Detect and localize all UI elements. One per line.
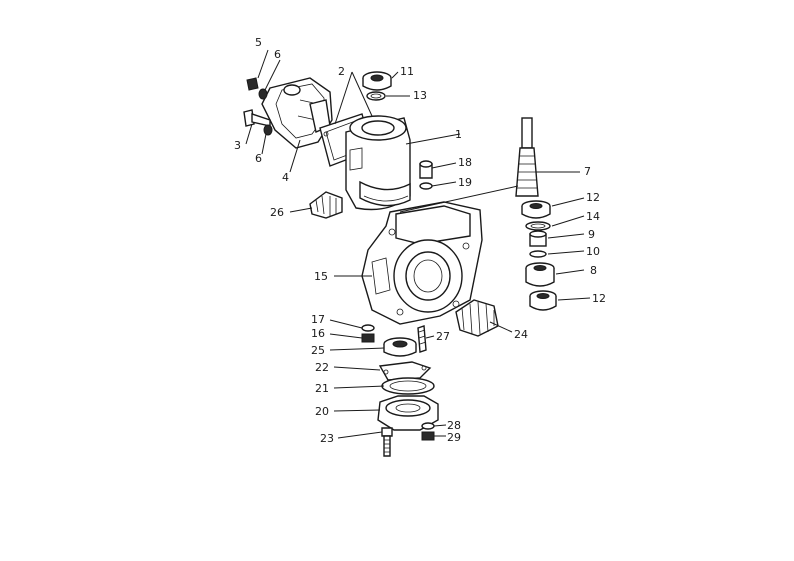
- assembly-line: [399, 185, 519, 213]
- washer-28: [421, 422, 435, 430]
- label-8: 8: [590, 264, 597, 277]
- label-26: 26: [270, 206, 284, 219]
- leader-lines: [245, 49, 591, 439]
- label-20: 20: [315, 405, 329, 418]
- label-1: 1: [455, 128, 462, 141]
- bearing-25: [383, 337, 417, 357]
- label-27: 27: [436, 330, 450, 343]
- label-3: 3: [234, 139, 241, 152]
- label-10: 10: [586, 245, 600, 258]
- label-11: 11: [400, 65, 414, 78]
- washer-6-bottom: [263, 124, 273, 136]
- label-2: 2: [338, 65, 345, 78]
- washer-19: [419, 182, 433, 190]
- bearing-11: [362, 71, 392, 91]
- label-23: 23: [320, 432, 334, 445]
- label-19: 19: [458, 176, 472, 189]
- label-4: 4: [282, 171, 289, 184]
- stud-27: [417, 325, 427, 353]
- shaft-7: [515, 117, 539, 197]
- label-18: 18: [458, 156, 472, 169]
- label-14: 14: [586, 210, 600, 223]
- bearing-12-bottom: [529, 290, 557, 311]
- label-25: 25: [311, 344, 325, 357]
- label-12-top: 12: [586, 191, 600, 204]
- label-6-top: 6: [274, 48, 281, 61]
- label-13: 13: [413, 89, 427, 102]
- part-number-labels: 5 6 2 11 13 1 18 19 7 12 14 9 10 8 12 3 …: [234, 36, 606, 445]
- bevel-gear-26: [309, 191, 343, 219]
- label-21: 21: [315, 382, 329, 395]
- upper-housing-1: [345, 115, 411, 211]
- nut-29: [421, 431, 435, 441]
- bearing-12-top: [521, 200, 551, 219]
- ring-13: [366, 91, 386, 101]
- label-28: 28: [447, 419, 461, 432]
- label-16: 16: [311, 327, 325, 340]
- nut-16: [361, 333, 375, 343]
- plug-18: [419, 160, 433, 179]
- label-24: 24: [514, 328, 528, 341]
- ring-10: [529, 250, 547, 258]
- bevel-gear-24: [455, 299, 499, 337]
- label-5: 5: [255, 36, 262, 49]
- label-12-bottom: 12: [592, 292, 606, 305]
- bolt-23: [381, 427, 393, 457]
- label-6-bottom: 6: [255, 152, 262, 165]
- ring-14: [525, 221, 551, 231]
- gasket-21: [381, 377, 435, 395]
- label-22: 22: [315, 361, 329, 374]
- bolt-5: [246, 77, 259, 91]
- label-17: 17: [311, 313, 325, 326]
- label-9: 9: [588, 228, 595, 241]
- label-15: 15: [314, 270, 328, 283]
- side-cover-assembly: [261, 77, 333, 149]
- washer-6-top: [258, 88, 268, 100]
- bearing-8: [525, 262, 555, 287]
- cover-20: [377, 395, 439, 431]
- gear-housing-15: [361, 201, 483, 325]
- label-7: 7: [584, 165, 591, 178]
- plate-22: [378, 361, 432, 381]
- spacer-9: [529, 230, 547, 247]
- washer-17: [361, 324, 375, 332]
- label-29: 29: [447, 431, 461, 444]
